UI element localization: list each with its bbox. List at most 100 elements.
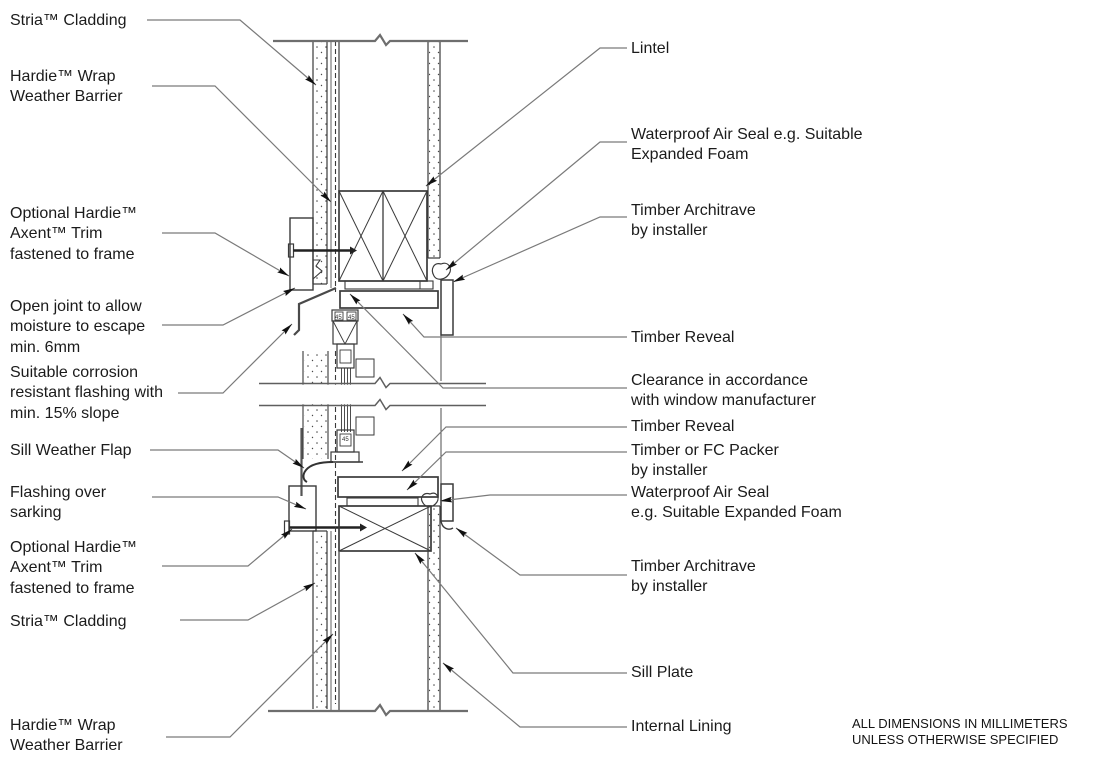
label-line: resistant flashing with	[10, 384, 163, 402]
leader-architrave-bottom	[455, 527, 627, 576]
internal-lining-top-section	[429, 42, 440, 257]
label-clearance: Clearance in accordance with window manu…	[631, 371, 816, 412]
label-line: sarking	[10, 504, 62, 522]
leader-flashing-over-sarking	[152, 496, 307, 510]
leader-hardie-wrap-bottom	[166, 633, 334, 738]
label-line: with window manufacturer	[631, 392, 816, 410]
label-line: Hardie™ Wrap	[10, 717, 116, 734]
label-line: e.g. Suitable Expanded Foam	[631, 504, 842, 522]
label-axent-trim-bottom: Optional Hardie™ Axent™ Trim fastened to…	[10, 538, 137, 599]
label-line: Expanded Foam	[631, 146, 749, 164]
leader-air-seal-top	[445, 141, 627, 271]
stria-cladding-bottom-section	[314, 532, 327, 708]
label-line: min. 15% slope	[10, 404, 120, 422]
frame-stamp: 45	[348, 315, 355, 321]
label-line: min. 6mm	[10, 338, 81, 356]
leader-corrosion-flashing	[178, 323, 293, 394]
label-line: Weather Barrier	[10, 88, 123, 106]
leader-timber-reveal-bottom	[401, 426, 627, 472]
label-air-seal-bottom: Waterproof Air Seal e.g. Suitable Expand…	[631, 483, 842, 524]
frame-stamp: 45	[342, 437, 349, 443]
top-cut-line	[273, 33, 468, 47]
leader-sill-weather-flap	[150, 449, 305, 469]
leader-sill-plate	[414, 552, 627, 674]
window-head-frame: 45 45	[331, 309, 375, 378]
note-line: UNLESS OTHERWISE SPECIFIED	[852, 732, 1059, 748]
leader-internal-lining	[442, 662, 627, 728]
label-lintel: Lintel	[631, 39, 669, 59]
label-line: Sill Plate	[631, 664, 694, 681]
window-sill-assembly: 45	[283, 408, 454, 552]
label-line: Flashing over	[10, 484, 107, 501]
label-line: Sill Weather Flap	[10, 442, 132, 459]
leader-fc-packer	[406, 451, 627, 491]
label-sill-plate: Sill Plate	[631, 663, 693, 683]
note-line: ALL DIMENSIONS IN MILLIMETERS	[852, 716, 1068, 731]
label-line: Timber Reveal	[631, 329, 735, 346]
label-hardie-wrap-top: Hardie™ Wrap Weather Barrier	[10, 67, 123, 108]
label-line: Timber Architrave	[631, 558, 756, 575]
label-line: fastened to frame	[10, 245, 135, 263]
leader-clearance	[349, 293, 627, 389]
leader-lintel	[425, 47, 627, 187]
label-line: Stria™ Cladding	[10, 12, 127, 29]
stria-cladding-top-section	[314, 42, 327, 284]
head-architrave	[440, 279, 454, 336]
label-air-seal-top: Waterproof Air Seal e.g. Suitable Expand…	[631, 125, 863, 166]
bottom-cut-line	[268, 703, 468, 717]
label-line: Timber Reveal	[631, 418, 735, 435]
label-line: fastened to frame	[10, 579, 135, 597]
label-line: Hardie™ Wrap	[10, 68, 116, 85]
label-stria-cladding-bottom: Stria™ Cladding	[10, 612, 127, 632]
air-seal-bottom-section	[420, 492, 439, 508]
lintel-section	[338, 190, 428, 282]
sill-packer	[346, 497, 419, 507]
label-architrave-bottom: Timber Architrave by installer	[631, 557, 756, 598]
leader-stria-cladding-bottom	[180, 582, 316, 621]
leader-lines	[147, 19, 627, 738]
label-line: by installer	[631, 222, 708, 240]
label-line: Weather Barrier	[10, 737, 123, 755]
window-sill-frame: 45	[329, 429, 363, 463]
label-line: by installer	[631, 462, 708, 480]
label-line: Waterproof Air Seal	[631, 484, 770, 501]
label-line: Timber or FC Packer	[631, 442, 779, 459]
fastener-head-top	[287, 243, 295, 258]
sill-weather-flap-section	[302, 461, 334, 483]
label-hardie-wrap-bottom: Hardie™ Wrap Weather Barrier	[10, 716, 123, 757]
label-line: Internal Lining	[631, 718, 732, 735]
break-line-lower	[259, 398, 486, 411]
wall-section-top	[312, 41, 441, 292]
leader-open-joint	[162, 287, 296, 326]
dimensions-note: ALL DIMENSIONS IN MILLIMETERS UNLESS OTH…	[852, 716, 1068, 748]
axent-trim-top-section	[289, 217, 314, 291]
wall-section-bottom	[312, 351, 441, 711]
frame-stamp: 45	[335, 315, 342, 321]
label-stria-cladding-top: Stria™ Cladding	[10, 11, 127, 31]
label-line: Optional Hardie™	[10, 539, 138, 556]
break-gap	[259, 384, 486, 405]
leader-stria-cladding-top	[147, 19, 317, 86]
leader-axent-trim-top	[162, 232, 290, 277]
label-axent-trim-top: Optional Hardie™ Axent™ Trim fastened to…	[10, 204, 137, 265]
label-line: Suitable corrosion	[10, 364, 139, 381]
leader-hardie-wrap-top	[152, 85, 332, 203]
sill-timber-reveal	[337, 476, 439, 498]
head-flashing	[293, 286, 337, 336]
label-architrave-top: Timber Architrave by installer	[631, 201, 756, 242]
head-packer	[344, 280, 434, 290]
label-line: Waterproof Air Seal e.g. Suitable	[631, 126, 863, 143]
label-internal-lining: Internal Lining	[631, 717, 732, 737]
break-lines	[259, 33, 486, 717]
leader-air-seal-bottom	[439, 494, 627, 503]
head-timber-reveal	[339, 290, 439, 309]
label-line: Stria™ Cladding	[10, 613, 127, 630]
label-line: Lintel	[631, 40, 670, 57]
label-line: Axent™ Trim	[10, 225, 103, 243]
label-line: Optional Hardie™	[10, 205, 138, 222]
leader-timber-reveal-top	[402, 313, 627, 338]
air-seal-top-section	[431, 262, 452, 280]
leader-axent-trim-bottom	[162, 528, 293, 567]
label-open-joint: Open joint to allow moisture to escape m…	[10, 297, 145, 358]
